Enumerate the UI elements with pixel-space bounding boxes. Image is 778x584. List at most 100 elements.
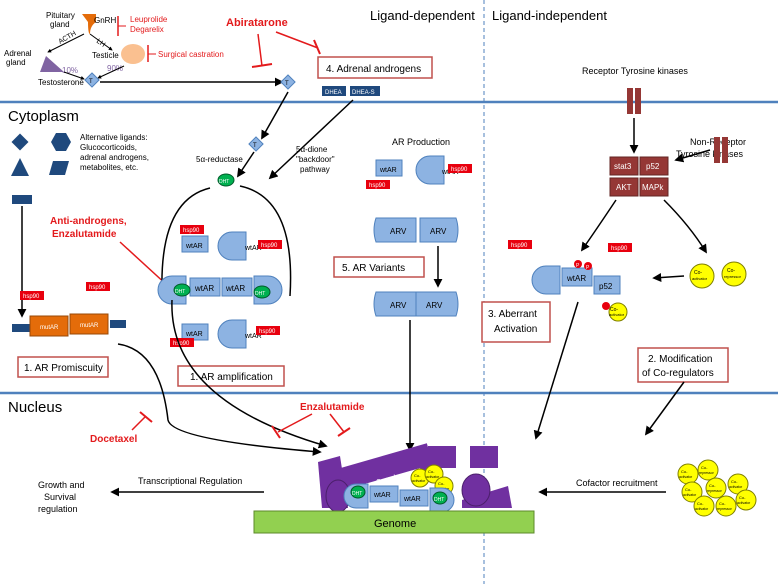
growth-label-1: Growth and — [38, 480, 85, 490]
mutar-right-body — [69, 313, 109, 335]
ligand-rectangle — [12, 195, 32, 204]
cofactor-ball-8-l1: Co- — [739, 495, 746, 500]
degarelix-label: Degarelix — [130, 25, 164, 34]
t-label-3: T — [253, 143, 257, 149]
coactivator-cyto — [689, 263, 715, 289]
acth-label: ACTH — [58, 30, 78, 46]
hsp90-label-prod-1: hsp90 — [451, 167, 468, 173]
dht-molecule-left — [173, 283, 191, 297]
arv-label-4: ARV — [426, 301, 443, 310]
aberrant-activation-group: hsp90 hsp90 wtAR p52 P P Co- activator 3… — [481, 240, 685, 440]
wtar-label-1: wtAR — [185, 243, 203, 250]
cofactor-ball-4 — [705, 477, 727, 499]
complex-coact-1-l2: activator — [412, 479, 426, 483]
alt-ligands-line1: Alternative ligands: — [80, 133, 148, 142]
wtar-label-3: wtAR — [194, 284, 214, 293]
cofactor-ball-1-l2: activator — [679, 475, 693, 479]
ligand-hexagon — [51, 133, 71, 151]
enzalutamide-label-1: Enzalutamide — [52, 229, 117, 240]
hsp90-label-b: hsp90 — [89, 285, 106, 291]
hormonal-axis: Pituitary gland GnRH Leuprolide Degareli… — [4, 11, 296, 90]
testosterone-diamond — [84, 72, 100, 88]
complex-bar — [321, 443, 433, 495]
dht-label-left: DHT — [175, 289, 185, 295]
hsp90-label-a: hsp90 — [23, 294, 40, 300]
wtar-box-4 — [181, 323, 209, 341]
t-to-dht-arrow — [237, 151, 255, 178]
hsp90-label-ab-2: hsp90 — [611, 246, 628, 252]
akt-box — [609, 177, 639, 197]
enzalutamide-inhibit-line-2 — [329, 413, 345, 433]
cofactor-ball-3-l2: activator — [683, 493, 697, 497]
stat3-label: stat3 — [614, 162, 632, 171]
adrenal-gland-label: gland — [6, 58, 26, 67]
modification-label-2: of Co-regulators — [642, 368, 714, 379]
curve-left — [161, 187, 211, 291]
pituitary-gland-label: gland — [50, 20, 70, 29]
ar-promiscuity-box — [17, 356, 109, 378]
adrenal-icon — [40, 56, 64, 72]
cofactor-ball-8-l2: activator — [737, 501, 751, 505]
phospho-label-2: P — [586, 265, 590, 271]
coreg-to-ar-arrow — [652, 273, 685, 283]
nuclear-wtar-box-2 — [399, 489, 429, 507]
hsp90-box-b — [86, 282, 110, 291]
dhea-to-dht-arrow — [268, 99, 354, 180]
docetaxel-inhibit-bar — [139, 411, 153, 423]
nuclear-dht-1 — [350, 485, 366, 499]
phospho-dot-3 — [602, 302, 610, 310]
nuclear-dht-label-2: DHT — [434, 497, 444, 503]
arv-box-3 — [373, 291, 417, 317]
nrtk-arrow — [674, 149, 711, 163]
growth-label-2: Survival — [44, 492, 76, 502]
hsp90-box-f — [256, 326, 280, 335]
coact-cyto-line2: activator — [692, 276, 708, 281]
coact-cyto-line1: Co- — [694, 270, 702, 276]
wtar-label-2: wtAR — [244, 245, 262, 252]
arv-box-1 — [373, 217, 417, 243]
hsp90-box-a — [20, 291, 44, 300]
abiratarone-label: Abiratarone — [226, 17, 288, 29]
aberrant-coact-line2: activator — [609, 312, 625, 317]
abiratarone-line-1 — [257, 33, 263, 67]
stat3-box — [609, 156, 639, 176]
aberrant-activation-box — [481, 301, 551, 343]
rtk-bar-1 — [627, 88, 633, 114]
abiratarone-group: Abiratarone — [226, 17, 321, 68]
hsp90-box-c — [180, 225, 204, 234]
complex-oval-2 — [461, 473, 491, 507]
rtk-label: Receptor Tyrosine kinases — [582, 66, 688, 76]
wtar-label-4: wtAR — [225, 284, 245, 293]
kinase-to-coreg-arrow — [663, 199, 707, 254]
wtar-claw-4 — [217, 319, 247, 349]
hsp90-label-c: hsp90 — [183, 228, 200, 234]
p52-kinase-box — [639, 156, 669, 176]
wtar-to-nucleus-arrow — [171, 299, 328, 449]
pituitary-icon — [82, 14, 96, 34]
complex-coact-2-l2: activator — [426, 475, 440, 479]
mapk-label: MAPk — [642, 183, 664, 192]
adrenal-to-t-arrow — [63, 71, 85, 80]
t-into-cell-arrow — [261, 91, 289, 140]
five-alpha-reductase-label: 5α-reductase — [196, 155, 243, 164]
aberrant-coactivator — [608, 302, 628, 322]
five-alpha-dione-label: 5α-dione — [296, 145, 328, 154]
testicle-icon — [121, 44, 145, 64]
hsp90-box-e — [170, 338, 194, 347]
t-in-cell-diamond — [248, 136, 264, 152]
ar-production-label: AR Production — [392, 137, 450, 147]
adrenal-androgens-box — [317, 56, 433, 79]
aberrant-p52-label: p52 — [599, 282, 613, 291]
ar-promiscuity-label: 1. AR Promiscuity — [24, 363, 103, 374]
cofactor-ball-7-l2: repressor — [717, 507, 733, 511]
modification-box — [637, 347, 729, 383]
dhea-s-label: DHEA-S — [352, 90, 375, 96]
ar-variants-label: 5. AR Variants — [342, 263, 405, 274]
coregulators-cytoplasm: Co- activator Co- repressor 2. Modificat… — [637, 261, 747, 383]
cofactor-ball-8 — [735, 489, 757, 511]
modification-to-nucleus-arrow — [644, 381, 685, 436]
wtar-box-2 — [189, 277, 221, 297]
ar-production-group: AR Production wtAR wtAR hsp90 hsp90 ARV … — [333, 137, 472, 452]
